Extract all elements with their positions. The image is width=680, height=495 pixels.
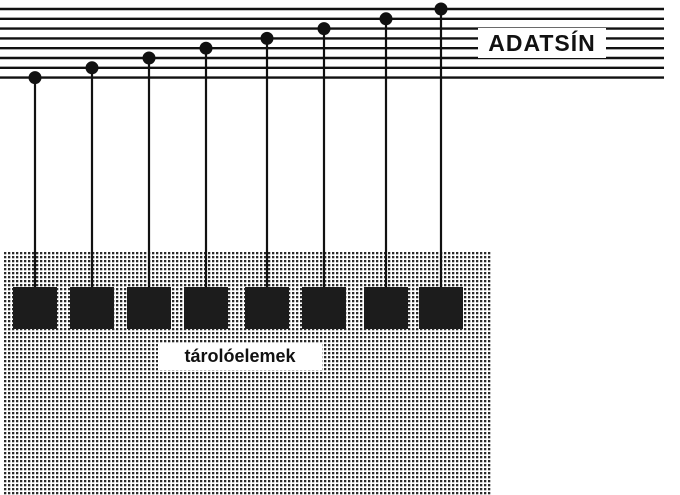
connection-dot [199, 41, 213, 55]
memory-label-background [158, 343, 322, 370]
connection-dot [434, 2, 448, 16]
storage-element [13, 287, 57, 329]
storage-element [245, 287, 289, 329]
storage-element [70, 287, 114, 329]
storage-element [184, 287, 228, 329]
storage-element [127, 287, 171, 329]
connection-dot [85, 61, 99, 75]
storage-element [364, 287, 408, 329]
connection-dot [260, 31, 274, 45]
connection-dot [28, 71, 42, 85]
storage-elements [13, 287, 463, 329]
bus-label-background [478, 28, 606, 58]
connection-dot [379, 12, 393, 26]
connectors [28, 2, 448, 287]
storage-element [302, 287, 346, 329]
connection-dot [142, 51, 156, 65]
storage-element [419, 287, 463, 329]
connection-dot [317, 22, 331, 36]
memory-label: tárolóelemek [184, 346, 296, 366]
data-bus-lines [0, 7, 664, 79]
bus-label: ADATSÍN [488, 29, 596, 56]
